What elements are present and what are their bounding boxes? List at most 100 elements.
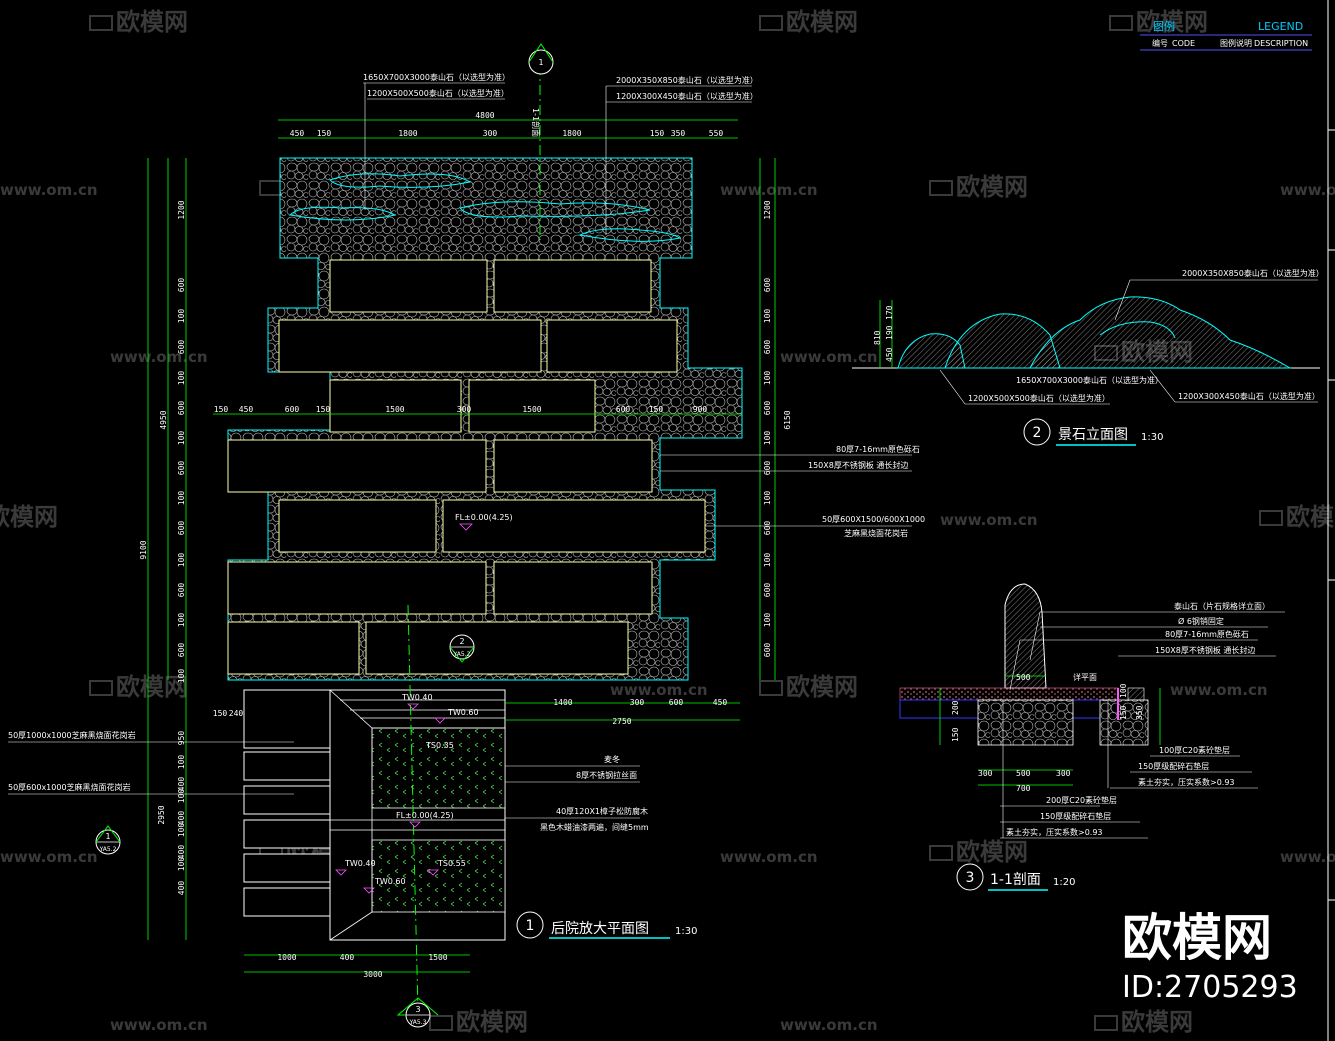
section-marker-c[interactable]: 3 YA5.3 [396, 997, 439, 1028]
section-marker-top[interactable]: 1 1-1剖面 [528, 43, 554, 137]
legend-desc-cn: 图例说明 [1220, 38, 1252, 48]
axis-label: 1-1剖面 [531, 108, 541, 137]
dimension-text: 400 [340, 953, 355, 962]
section-dim: 300 [978, 769, 993, 778]
dimension-text: 4950 [159, 410, 168, 429]
section-marker-number: 2 [459, 637, 464, 646]
legend-title-en: LEGEND [1258, 20, 1303, 33]
dimension-text: 150 [316, 405, 331, 414]
drawing-title-2: 2 景石立面图 1:30 [1023, 418, 1163, 446]
watermark-url: www.om.cn [110, 1016, 208, 1034]
plan-landscape-stones [288, 173, 682, 242]
section-dim: 350 [1135, 705, 1144, 720]
section-dim: 500 [1016, 673, 1031, 682]
brand-logo-text: 欧模网 [1122, 909, 1272, 967]
section-marker-b[interactable]: 1 YA5.2 [95, 825, 121, 855]
section-label: 150X8厚不锈钢板 通长封边 [1155, 645, 1255, 655]
label-paving2: 芝麻黑烧面花岗岩 [844, 528, 908, 538]
level-mark: TW0.60 [447, 708, 479, 717]
dimension-text: 600 [669, 698, 684, 707]
dimension-text: 1400 [553, 698, 572, 707]
dimension-text: 600 [177, 278, 186, 293]
dimension-text: 400 [177, 777, 186, 792]
section-dim: 700 [1016, 784, 1031, 793]
label-gravel: 80厚7-16mm原色砾石 [836, 444, 920, 454]
plan-steps-area [243, 689, 506, 941]
watermark-url: www.om.cn [0, 181, 98, 199]
section-marker-number: 1 [105, 832, 110, 841]
drawing-number: 1 [526, 918, 535, 934]
section-view: 500 详平面 300 500 300 700 200 150 100 150 … [899, 583, 1285, 839]
dimension-text: 600 [763, 521, 772, 536]
watermark-logo: 欧模网 [116, 673, 188, 701]
brand-watermark: 欧模网 ID:2705293 [1122, 909, 1298, 1005]
watermark-logo-icon [929, 845, 953, 861]
label-stone-a: 1650X700X3000泰山石（以选型为准） [363, 72, 510, 82]
section-label: 80厚7-16mm原色砾石 [1165, 629, 1249, 639]
watermark-logo-icon [429, 1015, 453, 1031]
section-label: 150厚级配碎石垫层 [1138, 761, 1209, 771]
watermark-url: www.om.cn [720, 848, 818, 866]
section-dim: 500 [1016, 769, 1031, 778]
dimension-text: 400 [177, 811, 186, 826]
dimension-text: 600 [763, 401, 772, 416]
dimension-text: 3000 [363, 970, 382, 979]
dimension-text: 550 [709, 129, 724, 138]
dimension-lines [147, 119, 776, 973]
dimension-text: 150 [650, 129, 665, 138]
watermark-logo: 欧模网 [956, 838, 1028, 866]
frame-ticks [1328, 129, 1335, 901]
watermark-url: www.om.cn [610, 681, 708, 699]
dimension-text: 350 [671, 129, 686, 138]
dimension-text: 400 [177, 845, 186, 860]
drawing-title: 1-1剖面 [990, 872, 1041, 888]
section-dim: 150 [1119, 705, 1128, 720]
elevation-dim: 450 [885, 347, 894, 362]
dimension-text: 9100 [139, 540, 148, 559]
watermark-logo: 欧模网 [786, 673, 858, 701]
watermark-logo-icon [759, 680, 783, 696]
dimension-text: 1500 [522, 405, 541, 414]
legend-desc-en: DESCRIPTION [1254, 39, 1308, 48]
watermark-logo: 欧模网 [0, 503, 58, 531]
legend-code-cn: 编号 [1152, 38, 1168, 48]
section-marker-a[interactable]: 2 YA5.2 [449, 634, 475, 663]
dimension-text: 950 [177, 731, 186, 746]
dimension-text: 1500 [428, 953, 447, 962]
plan-annotations: 1650X700X3000泰山石（以选型为准） 1200X500X500泰山石（… [8, 72, 925, 832]
level-marks: FL±0.00(4.25) TW0.40 TW0.60 TS0.35 FL±0.… [335, 513, 513, 894]
watermark-logo: 欧模网 [456, 1008, 528, 1036]
dimension-text: 600 [763, 583, 772, 598]
drawing-number: 3 [966, 870, 975, 886]
brand-id-text: ID:2705293 [1122, 970, 1298, 1005]
level-mark: TW0.40 [401, 693, 433, 702]
dimension-text: 100 [763, 613, 772, 628]
dimension-text: 150 [649, 405, 664, 414]
elevation-label: 1200X500X500泰山石（以选型为准） [968, 393, 1110, 403]
dimension-text: 450 [290, 129, 305, 138]
dimension-text: 600 [177, 521, 186, 536]
dimension-text: 150 [317, 129, 332, 138]
section-marker-sheet: YA5.3 [409, 1019, 427, 1026]
watermark-logo-icon [759, 15, 783, 31]
elevation-label: 1200X300X450泰山石（以选型为准） [1178, 391, 1320, 401]
dimension-text: 600 [763, 278, 772, 293]
watermark-logo: 欧模网 [116, 8, 188, 36]
label-stone-d: 1200X300X450泰山石（以选型为准） [616, 91, 758, 101]
dimension-text: 600 [177, 643, 186, 658]
label-steel: 8厚不锈钢拉丝面 [576, 770, 637, 780]
dimension-text: 600 [763, 340, 772, 355]
watermark-logo: 欧模网 [956, 173, 1028, 201]
watermark-logo-icon [259, 180, 283, 196]
dimension-text: 100 [177, 857, 186, 872]
watermark-url: www.om.cn [780, 348, 878, 366]
dimension-text: 100 [177, 823, 186, 838]
dimension-text: 100 [177, 613, 186, 628]
drawing-number: 2 [1033, 425, 1042, 441]
label-edge: 150X8厚不锈钢板 通长封边 [808, 460, 908, 470]
section-label: 素土夯实，压实系数>0.93 [1138, 777, 1235, 787]
dimension-text: 600 [285, 405, 300, 414]
watermark-logo: 欧模网 [786, 8, 858, 36]
dimension-text: 1000 [277, 953, 296, 962]
watermark-logo-icon [1109, 15, 1133, 31]
